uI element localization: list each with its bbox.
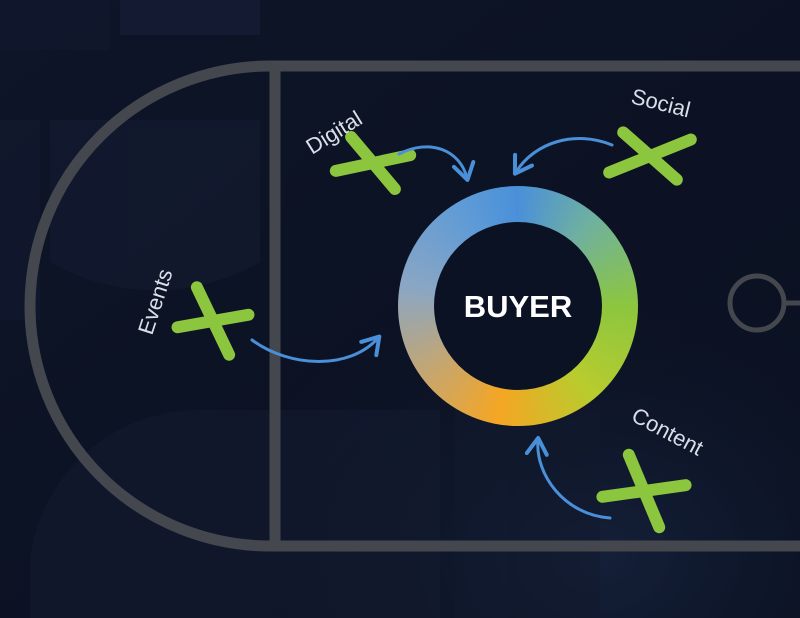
buyer-label: BUYER: [464, 289, 573, 324]
ring-inner-hole: [434, 222, 602, 390]
buyer-ring: BUYER: [398, 186, 638, 426]
background-shapes: [120, 0, 260, 35]
content-arrow-icon: [524, 436, 612, 520]
content-marker-icon: [596, 448, 692, 534]
social-marker-icon: [603, 126, 697, 186]
court-lines: [24, 60, 800, 552]
court-outline: [24, 60, 800, 552]
social-arrow-icon: [512, 137, 614, 176]
digital-arrow-icon: [397, 145, 476, 182]
events-marker-icon: [171, 281, 255, 361]
digital-marker-icon: [329, 130, 417, 196]
arrows: [250, 137, 614, 520]
events-arrow-icon: [250, 334, 382, 363]
